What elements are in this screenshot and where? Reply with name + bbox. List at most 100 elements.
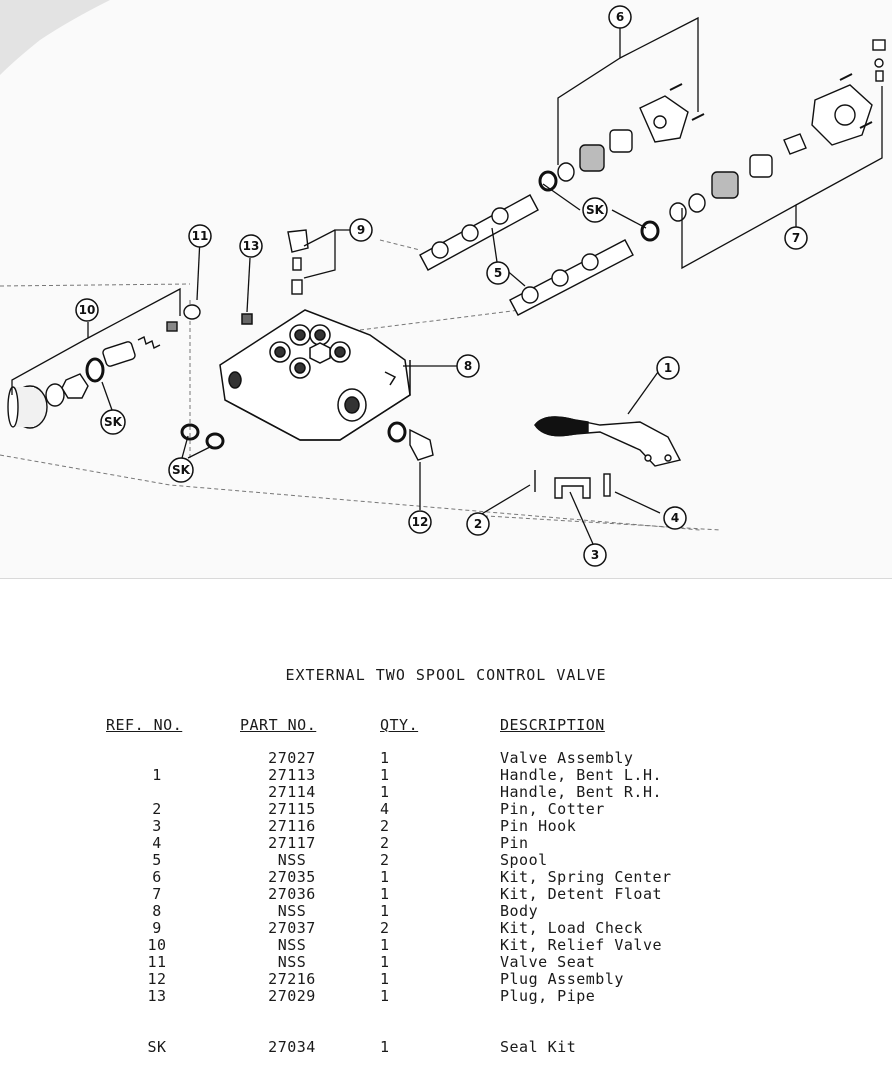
cell-ref: 10 xyxy=(147,936,167,954)
cell-desc: Pin, Cotter xyxy=(500,800,605,818)
cell-qty: 1 xyxy=(380,953,390,971)
cell-qty: 1 xyxy=(380,1038,390,1056)
cell-part: 27114 xyxy=(268,783,316,801)
cell-part: 27116 xyxy=(268,817,316,835)
detent-float-kit xyxy=(640,39,886,242)
exploded-parts-diagram: 1 2 3 4 5 6 7 8 9 10 11 12 13 SK SK SK xyxy=(0,0,892,579)
svg-text:SK: SK xyxy=(172,463,191,477)
cell-ref: 9 xyxy=(152,919,162,937)
cell-part: 27037 xyxy=(268,919,316,937)
cell-part: 27027 xyxy=(268,749,316,767)
cell-desc: Plug, Pipe xyxy=(500,987,596,1005)
cell-part: 27036 xyxy=(268,885,316,903)
cell-qty: 2 xyxy=(380,919,390,937)
callout-5: 5 xyxy=(486,261,510,285)
cell-ref: 3 xyxy=(152,817,162,835)
cell-qty: 1 xyxy=(380,868,390,886)
svg-text:4: 4 xyxy=(671,511,679,525)
cell-qty: 1 xyxy=(380,783,390,801)
svg-text:8: 8 xyxy=(464,359,472,373)
header-description: DESCRIPTION xyxy=(500,716,605,734)
cell-qty: 2 xyxy=(380,817,390,835)
sk-callout-left: SK xyxy=(100,409,126,435)
diagram-svg: 1 2 3 4 5 6 7 8 9 10 11 12 13 SK SK SK xyxy=(0,0,886,567)
cell-part: 27113 xyxy=(268,766,316,784)
cell-desc: Body xyxy=(500,902,539,920)
cell-ref xyxy=(96,784,218,801)
document-title: EXTERNAL TWO SPOOL CONTROL VALVE xyxy=(285,666,607,684)
cell-qty: 1 xyxy=(380,970,390,988)
cell-desc: Seal Kit xyxy=(500,1038,577,1056)
cell-ref: 12 xyxy=(147,970,167,988)
svg-text:5: 5 xyxy=(494,266,502,280)
cell-qty: 1 xyxy=(380,885,390,903)
spring-center-kit xyxy=(538,83,705,192)
body-seals xyxy=(180,423,225,450)
table-row: 9 27037 2 Kit, Load Check xyxy=(96,920,740,937)
load-check-parts xyxy=(287,229,309,295)
cell-qty: 2 xyxy=(380,834,390,852)
svg-text:13: 13 xyxy=(243,239,260,253)
cell-qty: 1 xyxy=(380,936,390,954)
table-row: 7 27036 1 Kit, Detent Float xyxy=(96,886,740,903)
cell-qty: 2 xyxy=(380,851,390,869)
valve-body xyxy=(219,309,411,441)
cell-ref: 1 xyxy=(152,766,162,784)
spools xyxy=(419,194,634,316)
cell-ref: 7 xyxy=(152,885,162,903)
guide-lines xyxy=(0,239,721,531)
cell-desc: Kit, Detent Float xyxy=(500,885,663,903)
cell-ref: 13 xyxy=(147,987,167,1005)
table-header-row: REF. NO. PART NO. QTY. DESCRIPTION xyxy=(96,716,740,750)
cell-desc: Kit, Load Check xyxy=(500,919,643,937)
cell-part: 27034 xyxy=(268,1038,316,1056)
callout-2: 2 xyxy=(466,512,490,536)
plug-assembly xyxy=(387,421,434,461)
header-ref-no: REF. NO. xyxy=(106,716,183,734)
callout-6: 6 xyxy=(608,5,632,29)
svg-text:SK: SK xyxy=(586,203,605,217)
cell-part: 27115 xyxy=(268,800,316,818)
sk-callout-upper: SK xyxy=(582,197,608,223)
header-part-no: PART NO. xyxy=(240,716,317,734)
cell-desc: Spool xyxy=(500,851,548,869)
svg-text:SK: SK xyxy=(104,415,123,429)
callout-13: 13 xyxy=(239,234,263,258)
svg-text:3: 3 xyxy=(591,548,599,562)
seal-kit-row: SK 27034 1 Seal Kit xyxy=(96,1005,740,1056)
callout-10: 10 xyxy=(75,298,99,322)
cell-desc: Pin xyxy=(500,834,529,852)
callout-11: 11 xyxy=(188,224,212,248)
relief-valve-parts xyxy=(7,304,201,429)
cell-ref xyxy=(96,750,218,767)
svg-text:1: 1 xyxy=(664,361,672,375)
cell-ref: 8 xyxy=(152,902,162,920)
cell-qty: 1 xyxy=(380,987,390,1005)
svg-text:6: 6 xyxy=(616,10,624,24)
handle-parts xyxy=(534,416,682,499)
callout-4: 4 xyxy=(663,506,687,530)
cell-ref: SK xyxy=(147,1038,167,1056)
callout-9: 9 xyxy=(349,218,373,242)
cell-qty: 1 xyxy=(380,749,390,767)
cell-part: NSS xyxy=(277,902,307,920)
svg-text:12: 12 xyxy=(412,515,429,529)
callout-12: 12 xyxy=(408,510,432,534)
cell-ref: 6 xyxy=(152,868,162,886)
cell-desc: Handle, Bent L.H. xyxy=(500,766,663,784)
callout-1: 1 xyxy=(656,356,680,380)
cell-part: NSS xyxy=(277,953,307,971)
scan-shadow xyxy=(0,0,110,75)
cell-desc: Valve Seat xyxy=(500,953,596,971)
cell-qty: 4 xyxy=(380,800,390,818)
cell-part: NSS xyxy=(277,851,307,869)
cell-part: 27117 xyxy=(268,834,316,852)
